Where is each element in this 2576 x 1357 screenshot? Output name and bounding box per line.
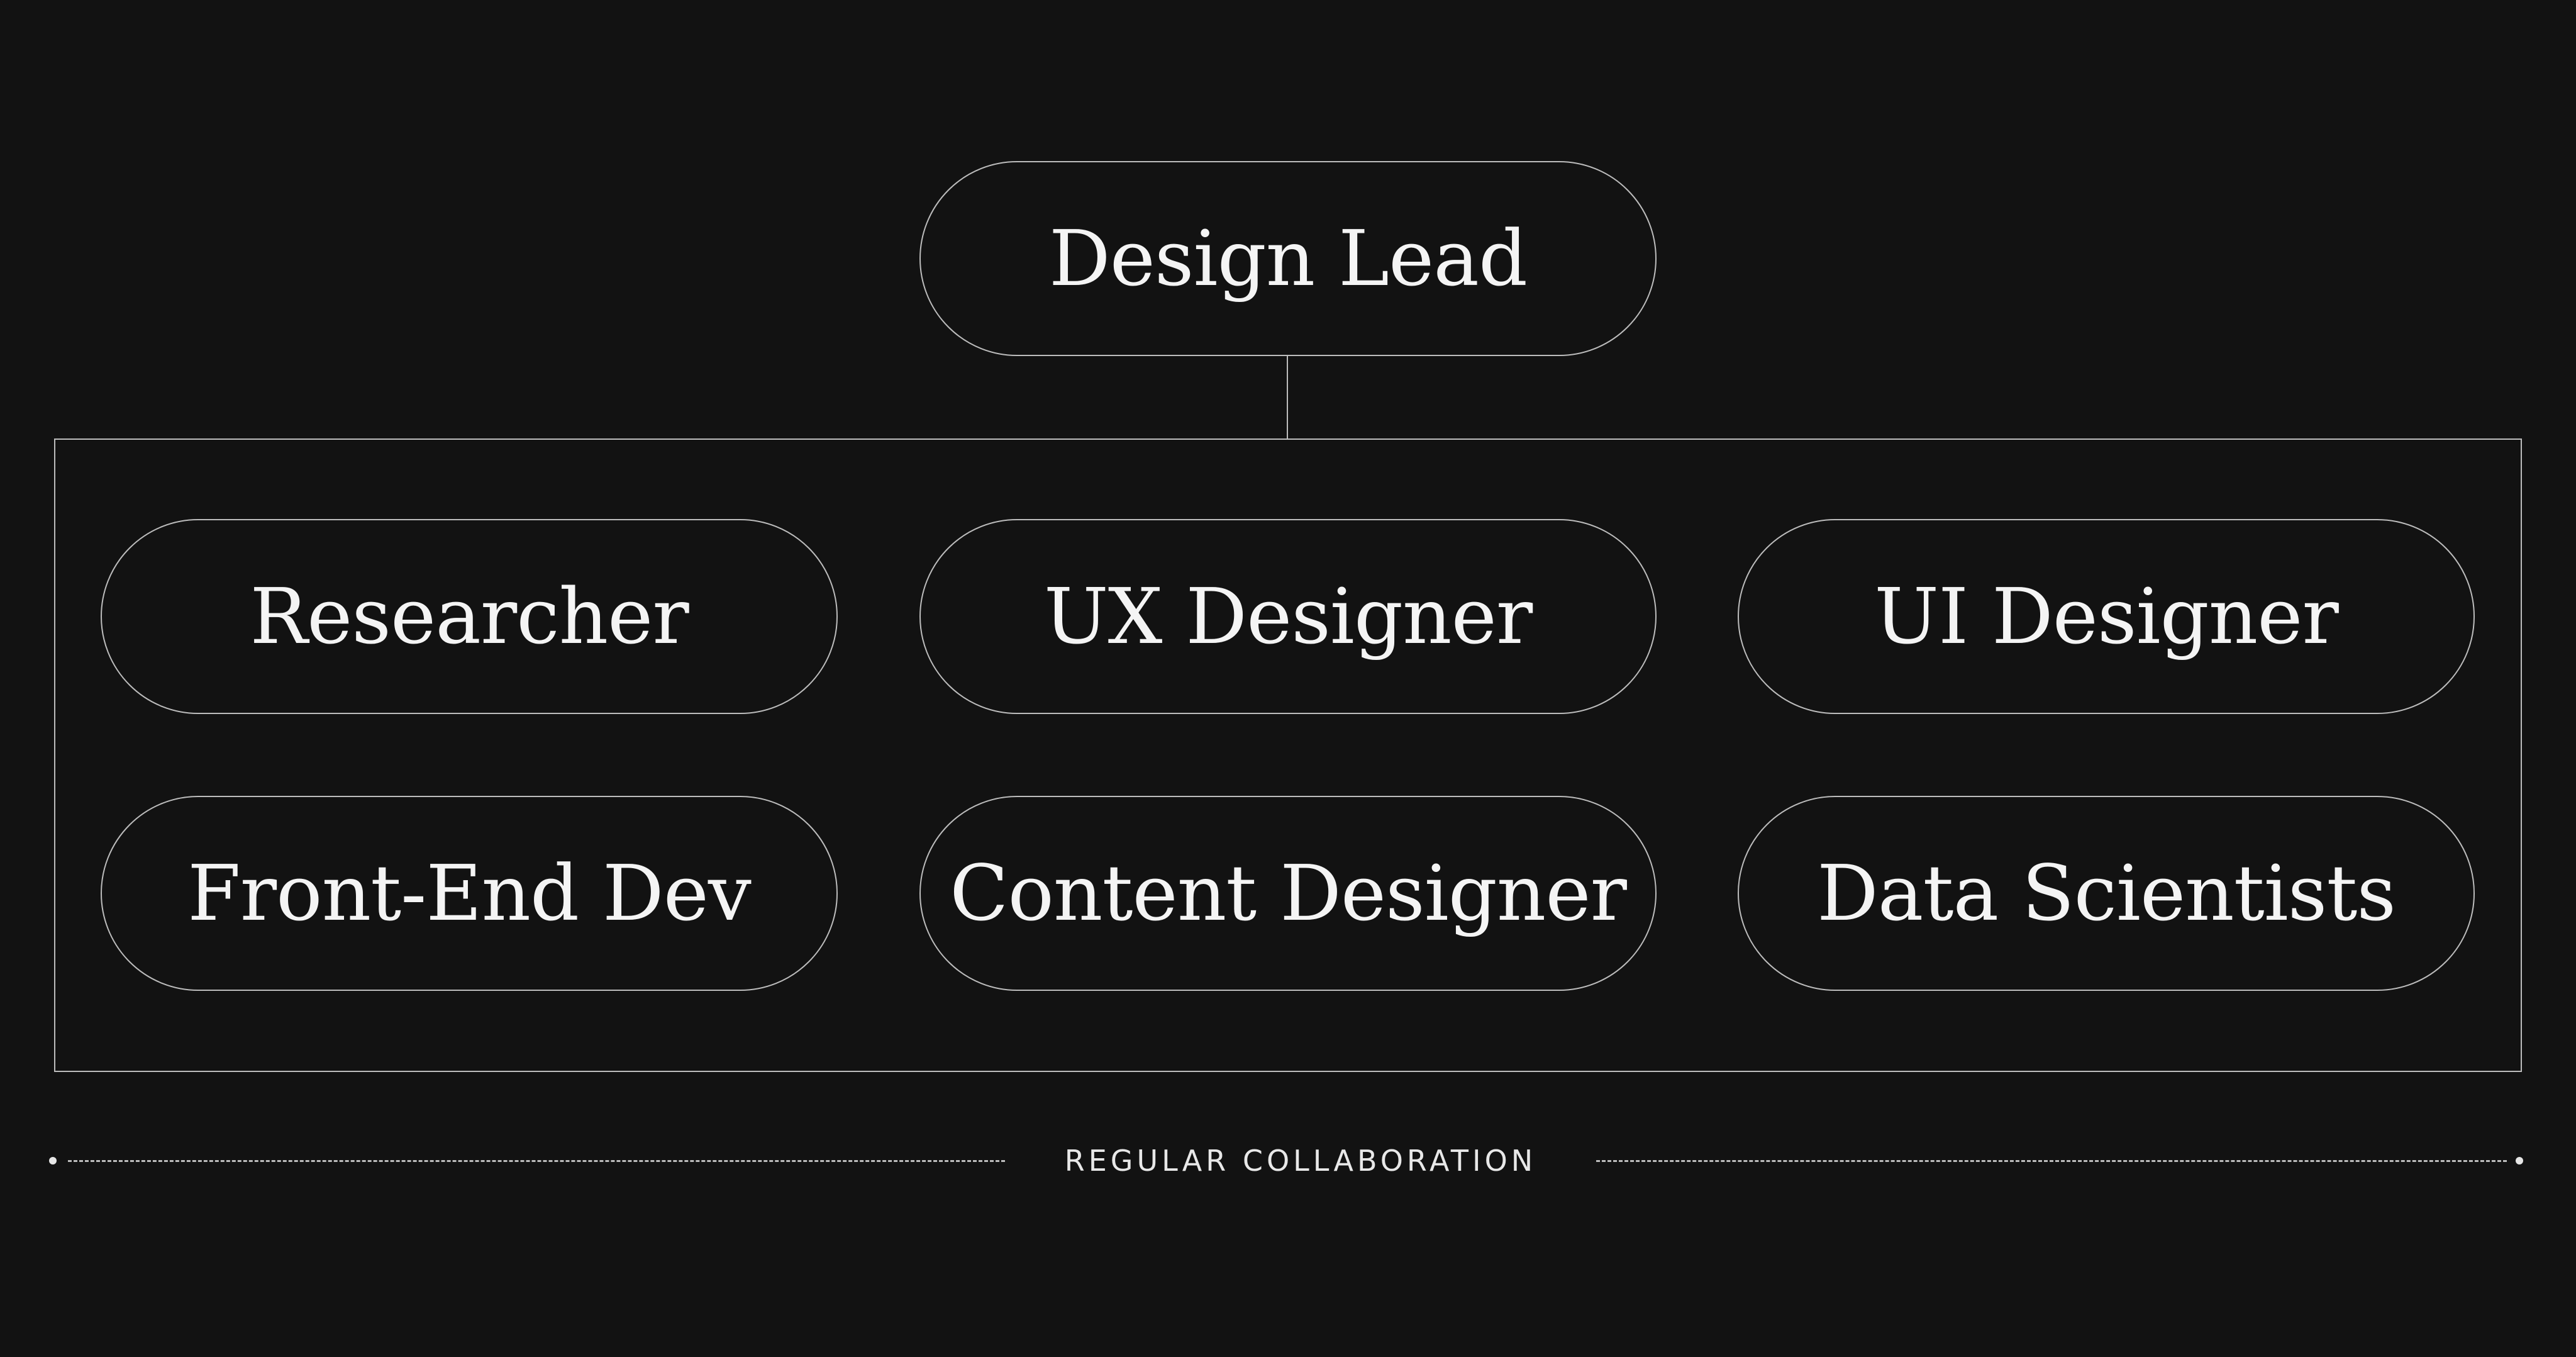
design-lead-label: Design Lead bbox=[1048, 214, 1528, 303]
collab-dashed-line-left bbox=[68, 1160, 1005, 1162]
collab-end-dot bbox=[2516, 1157, 2523, 1164]
front-end-dev-node: Front-End Dev bbox=[101, 796, 838, 991]
data-scientists-node: Data Scientists bbox=[1738, 796, 2475, 991]
collab-start-dot bbox=[49, 1157, 57, 1164]
front-end-dev-label: Front-End Dev bbox=[187, 849, 752, 938]
regular-collaboration-line: REGULAR COLLABORATION bbox=[49, 1145, 2527, 1176]
data-scientists-label: Data Scientists bbox=[1816, 849, 2396, 938]
content-designer-node: Content Designer bbox=[919, 796, 1657, 991]
ui-designer-node: UI Designer bbox=[1738, 519, 2475, 714]
collab-label: REGULAR COLLABORATION bbox=[1064, 1144, 1537, 1178]
lead-connector-line bbox=[1287, 356, 1288, 439]
team-group-box bbox=[54, 438, 2522, 1072]
design-lead-node: Design Lead bbox=[919, 161, 1657, 356]
content-designer-label: Content Designer bbox=[950, 849, 1627, 938]
researcher-node: Researcher bbox=[101, 519, 838, 714]
ui-designer-label: UI Designer bbox=[1874, 572, 2339, 661]
ux-designer-label: UX Designer bbox=[1043, 572, 1533, 661]
researcher-label: Researcher bbox=[250, 572, 689, 661]
ux-designer-node: UX Designer bbox=[919, 519, 1657, 714]
collab-dashed-line-right bbox=[1596, 1160, 2507, 1162]
